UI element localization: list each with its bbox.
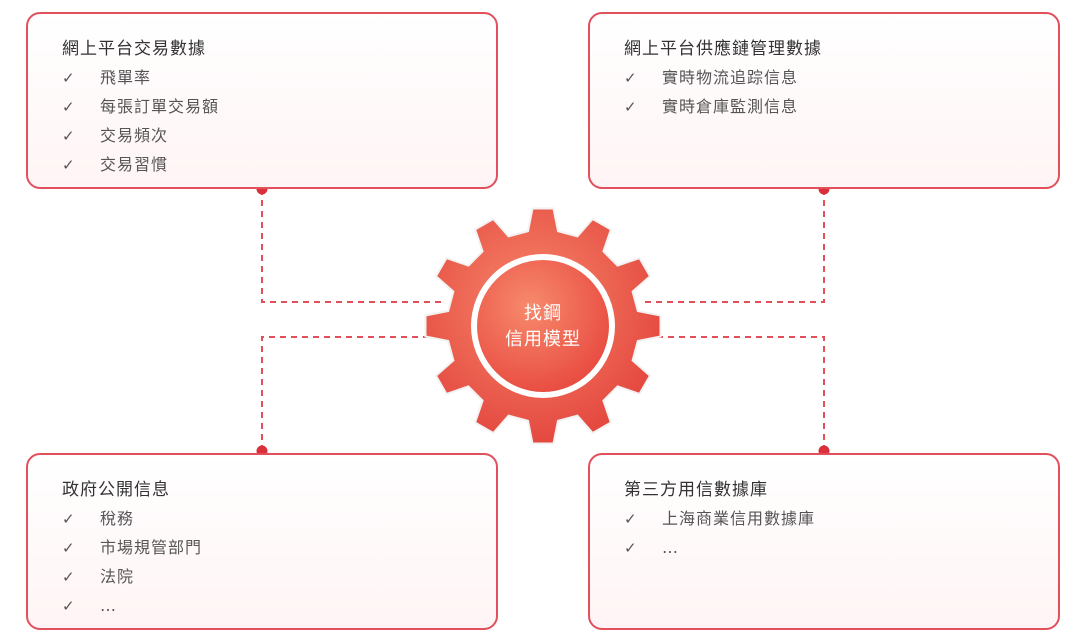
box-third-party-credit-db: 第三方用信數據庫 ✓上海商業信用數據庫 ✓… bbox=[588, 453, 1060, 630]
list-item: ✓每張訂單交易額 bbox=[62, 92, 219, 121]
list-item: ✓… bbox=[62, 591, 202, 620]
check-icon: ✓ bbox=[62, 69, 76, 87]
list-item: ✓實時物流追踪信息 bbox=[624, 63, 798, 92]
box-platform-transaction-data: 網上平台交易數據 ✓飛單率 ✓每張訂單交易額 ✓交易頻次 ✓交易習慣 bbox=[26, 12, 498, 189]
credit-model-label: 找鋼 信用模型 bbox=[478, 262, 608, 392]
box-list: ✓上海商業信用數據庫 ✓… bbox=[624, 504, 815, 562]
connector-top-left bbox=[261, 189, 445, 303]
list-item: ✓飛單率 bbox=[62, 63, 219, 92]
check-icon: ✓ bbox=[624, 69, 638, 87]
credit-model-line-2: 信用模型 bbox=[505, 329, 581, 350]
box-title: 網上平台交易數據 bbox=[62, 39, 206, 59]
list-item: ✓上海商業信用數據庫 bbox=[624, 504, 815, 533]
check-icon: ✓ bbox=[62, 127, 76, 145]
check-icon: ✓ bbox=[62, 510, 76, 528]
box-supply-chain-data: 網上平台供應鏈管理數據 ✓實時物流追踪信息 ✓實時倉庫監測信息 bbox=[588, 12, 1060, 189]
connector-bottom-right bbox=[612, 336, 825, 451]
check-icon: ✓ bbox=[62, 597, 76, 615]
box-list: ✓稅務 ✓市場規管部門 ✓法院 ✓… bbox=[62, 504, 202, 620]
connector-top-right bbox=[640, 189, 825, 303]
box-list: ✓實時物流追踪信息 ✓實時倉庫監測信息 bbox=[624, 63, 798, 121]
credit-model-line-1: 找鋼 bbox=[524, 303, 562, 324]
list-item: ✓法院 bbox=[62, 562, 202, 591]
check-icon: ✓ bbox=[62, 156, 76, 174]
list-item: ✓市場規管部門 bbox=[62, 533, 202, 562]
box-title: 網上平台供應鏈管理數據 bbox=[624, 39, 822, 59]
list-item: ✓交易習慣 bbox=[62, 150, 219, 179]
gear-hub bbox=[477, 260, 609, 392]
box-list: ✓飛單率 ✓每張訂單交易額 ✓交易頻次 ✓交易習慣 bbox=[62, 63, 219, 179]
check-icon: ✓ bbox=[624, 539, 638, 557]
check-icon: ✓ bbox=[62, 98, 76, 116]
check-icon: ✓ bbox=[624, 98, 638, 116]
list-item: ✓交易頻次 bbox=[62, 121, 219, 150]
list-item: ✓實時倉庫監測信息 bbox=[624, 92, 798, 121]
check-icon: ✓ bbox=[62, 568, 76, 586]
box-title: 第三方用信數據庫 bbox=[624, 480, 768, 500]
box-government-public-info: 政府公開信息 ✓稅務 ✓市場規管部門 ✓法院 ✓… bbox=[26, 453, 498, 630]
check-icon: ✓ bbox=[62, 539, 76, 557]
list-item: ✓稅務 bbox=[62, 504, 202, 533]
list-item: ✓… bbox=[624, 533, 815, 562]
connector-bottom-left bbox=[261, 336, 445, 451]
check-icon: ✓ bbox=[624, 510, 638, 528]
gear-icon bbox=[424, 207, 662, 445]
box-title: 政府公開信息 bbox=[62, 480, 170, 500]
